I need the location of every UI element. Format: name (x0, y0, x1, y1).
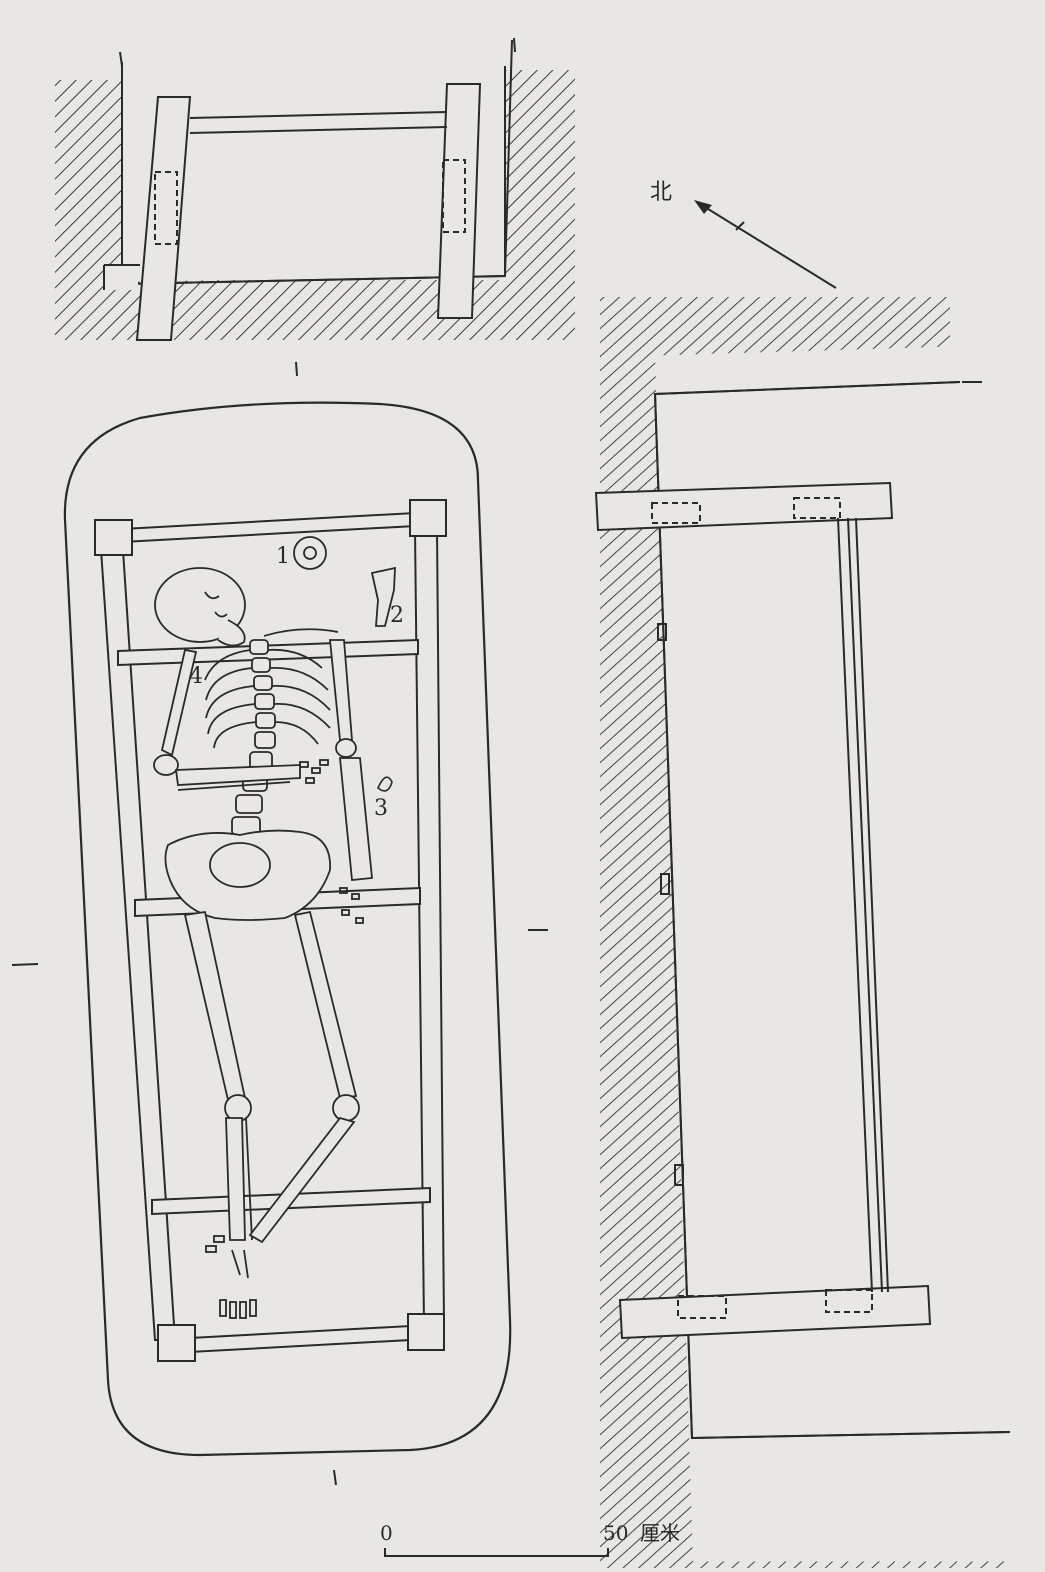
left-femur (183, 910, 247, 1101)
item-label-1: 1 (276, 544, 290, 569)
plan-view (11, 401, 548, 1486)
scale-start: 0 (380, 1521, 393, 1545)
foot-bones (205, 1235, 257, 1319)
right-femur (293, 910, 358, 1099)
corner-post-br (407, 1313, 445, 1351)
crossbar-top (121, 511, 416, 544)
item-2-object (370, 566, 396, 627)
section-left-board (135, 96, 192, 341)
left-forearm (174, 764, 301, 786)
scale-bar: 0 50 厘米 (380, 1521, 680, 1557)
skeleton (153, 567, 373, 1319)
item-3-object (377, 776, 393, 792)
coffin-right-rail (413, 529, 446, 1326)
spine (231, 639, 276, 836)
section-right-board (436, 83, 482, 319)
ribs (204, 628, 339, 749)
item-label-4: 4 (189, 664, 203, 689)
pit-outline (63, 401, 512, 1457)
section-top-board (594, 481, 894, 532)
crossbar-bottom (189, 1324, 411, 1354)
right-forearm (339, 757, 373, 881)
scale-unit: 厘米 (640, 1521, 680, 1545)
section-earth-fill (55, 70, 575, 340)
item-label-3: 3 (374, 796, 388, 821)
north-arrow: 北 (650, 180, 837, 289)
right-tibia (248, 1116, 356, 1244)
item-label-2: 2 (390, 603, 404, 628)
longitudinal-section (594, 297, 1011, 1572)
corner-post-tl (94, 519, 133, 556)
left-humerus (160, 648, 198, 757)
left-tibia (225, 1117, 246, 1241)
corner-post-bl (157, 1324, 196, 1362)
north-label: 北 (650, 180, 672, 205)
corner-post-tr (409, 499, 447, 537)
item-1-vessel (293, 536, 327, 570)
skull (154, 567, 246, 643)
hand-bones (299, 759, 364, 924)
scale-end: 50 (603, 1521, 628, 1545)
cross-section-view (55, 37, 575, 377)
